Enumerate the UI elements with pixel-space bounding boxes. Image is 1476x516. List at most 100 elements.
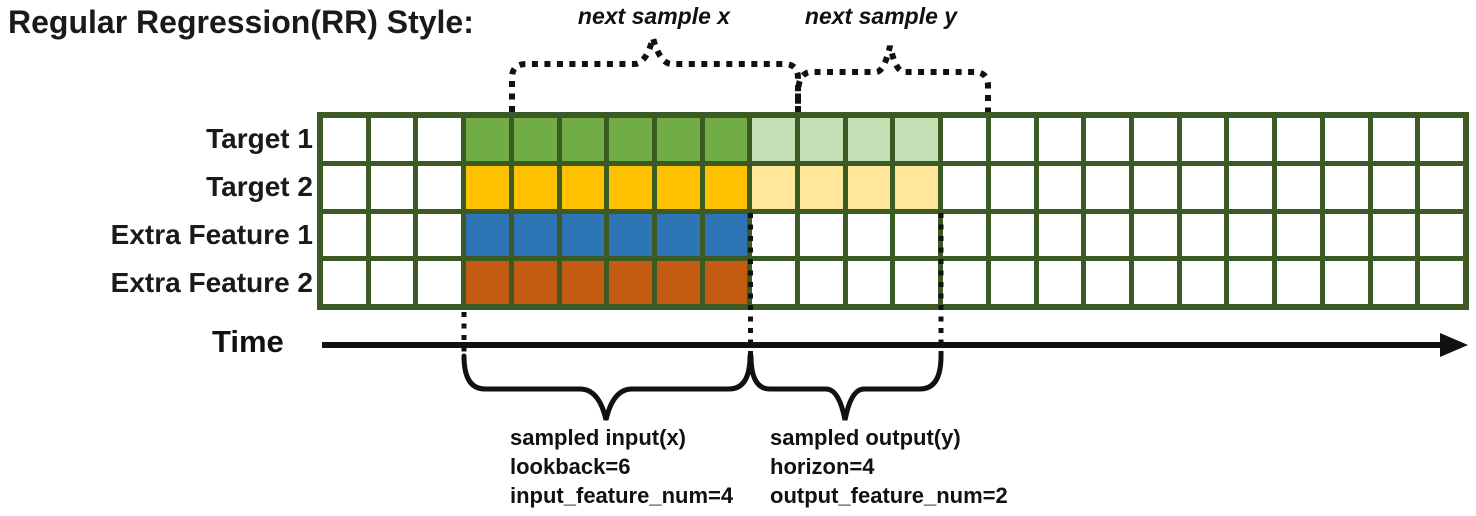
grid-cell xyxy=(1181,118,1225,161)
diagram-title: Regular Regression(RR) Style: xyxy=(8,4,474,40)
grid-cell xyxy=(1134,165,1177,209)
grid-cell xyxy=(704,213,748,257)
next-sample-x-brace xyxy=(509,26,801,112)
grid-cell xyxy=(1420,165,1463,209)
grid-cell xyxy=(323,261,366,304)
grid-cell xyxy=(1372,165,1416,209)
grid-cell xyxy=(990,118,1034,161)
grid-cell xyxy=(800,118,843,161)
sampled-output-annotation: sampled output(y) horizon=4 output_featu… xyxy=(770,425,1008,508)
grid-cell xyxy=(1277,261,1320,304)
grid-cell xyxy=(1038,118,1082,161)
grid-cell xyxy=(1181,165,1225,209)
grid-cell xyxy=(704,261,748,304)
grid-cell xyxy=(323,118,366,161)
grid-cell xyxy=(561,165,605,209)
grid-cell xyxy=(800,213,843,257)
grid-cell xyxy=(1181,261,1225,304)
grid-cell xyxy=(1038,261,1082,304)
grid-cell xyxy=(1229,261,1273,304)
grid-cell xyxy=(847,118,891,161)
grid-cell xyxy=(895,261,939,304)
grid-cell xyxy=(466,213,509,257)
grid-cell xyxy=(704,165,748,209)
grid-cell xyxy=(513,213,557,257)
grid-cell xyxy=(1229,213,1273,257)
next-sample-y-label: next sample y xyxy=(804,3,958,29)
grid-cell xyxy=(1086,118,1130,161)
grid-cell xyxy=(752,213,796,257)
grid-cell xyxy=(609,213,652,257)
grid-cell xyxy=(1372,213,1416,257)
grid-cell xyxy=(704,118,748,161)
grid-cell xyxy=(561,118,605,161)
grid-cell xyxy=(752,118,796,161)
row-label-target-1: Target 1 xyxy=(206,123,313,154)
grid-cell xyxy=(1134,261,1177,304)
grid-cell xyxy=(1420,261,1463,304)
grid-cell xyxy=(466,165,509,209)
grid-cell xyxy=(1372,118,1416,161)
grid-cell xyxy=(990,213,1034,257)
grid-cell xyxy=(943,118,986,161)
grid-cell xyxy=(990,165,1034,209)
grid-cell xyxy=(656,118,700,161)
row-label-extra-feature-2: Extra Feature 2 xyxy=(110,267,313,298)
grid-cell xyxy=(1134,213,1177,257)
row-label-extra-feature-1: Extra Feature 1 xyxy=(110,219,313,250)
grid-cell xyxy=(1086,165,1130,209)
grid-cell xyxy=(1420,118,1463,161)
grid-cell xyxy=(943,213,986,257)
grid-cell xyxy=(370,261,414,304)
grid-cell xyxy=(418,261,462,304)
grid-cell xyxy=(1372,261,1416,304)
grid-cell xyxy=(418,118,462,161)
grid-cell xyxy=(466,118,509,161)
grid-cell xyxy=(752,261,796,304)
grid-cell xyxy=(752,165,796,209)
grid-cell xyxy=(847,165,891,209)
grid-cell xyxy=(323,213,366,257)
grid-cell xyxy=(418,165,462,209)
grid-cell xyxy=(847,213,891,257)
grid-cell xyxy=(895,165,939,209)
grid-cell xyxy=(1086,261,1130,304)
grid-cell xyxy=(895,213,939,257)
grid-cell xyxy=(943,261,986,304)
grid-cell xyxy=(800,165,843,209)
grid-cell xyxy=(609,118,652,161)
grid-cell xyxy=(1181,213,1225,257)
sampled-input-brace xyxy=(461,353,753,421)
grid-cell xyxy=(1229,165,1273,209)
grid-cell xyxy=(513,165,557,209)
grid-cell xyxy=(1229,118,1273,161)
grid-cell xyxy=(561,213,605,257)
grid-cell xyxy=(609,165,652,209)
grid-cell xyxy=(370,213,414,257)
grid-cell xyxy=(800,261,843,304)
grid-cell xyxy=(323,165,366,209)
grid-cell xyxy=(1324,213,1368,257)
timeseries-grid xyxy=(317,112,1469,310)
grid-cell xyxy=(1324,261,1368,304)
grid-cell xyxy=(370,118,414,161)
grid-cell xyxy=(513,261,557,304)
grid-cell xyxy=(1324,118,1368,161)
grid-cell xyxy=(1038,213,1082,257)
grid-cell xyxy=(656,213,700,257)
time-arrow-icon xyxy=(322,333,1468,357)
grid-cell xyxy=(1134,118,1177,161)
grid-cell xyxy=(418,213,462,257)
grid-cell xyxy=(1277,213,1320,257)
grid-cell xyxy=(561,261,605,304)
sampled-output-brace xyxy=(748,353,944,421)
time-axis-label: Time xyxy=(212,324,284,359)
grid-cell xyxy=(847,261,891,304)
grid-cell xyxy=(513,118,557,161)
grid-cell xyxy=(1324,165,1368,209)
grid-cell xyxy=(466,261,509,304)
grid-cell xyxy=(990,261,1034,304)
grid-cell xyxy=(656,261,700,304)
grid-cell xyxy=(1420,213,1463,257)
grid-cell xyxy=(1038,165,1082,209)
